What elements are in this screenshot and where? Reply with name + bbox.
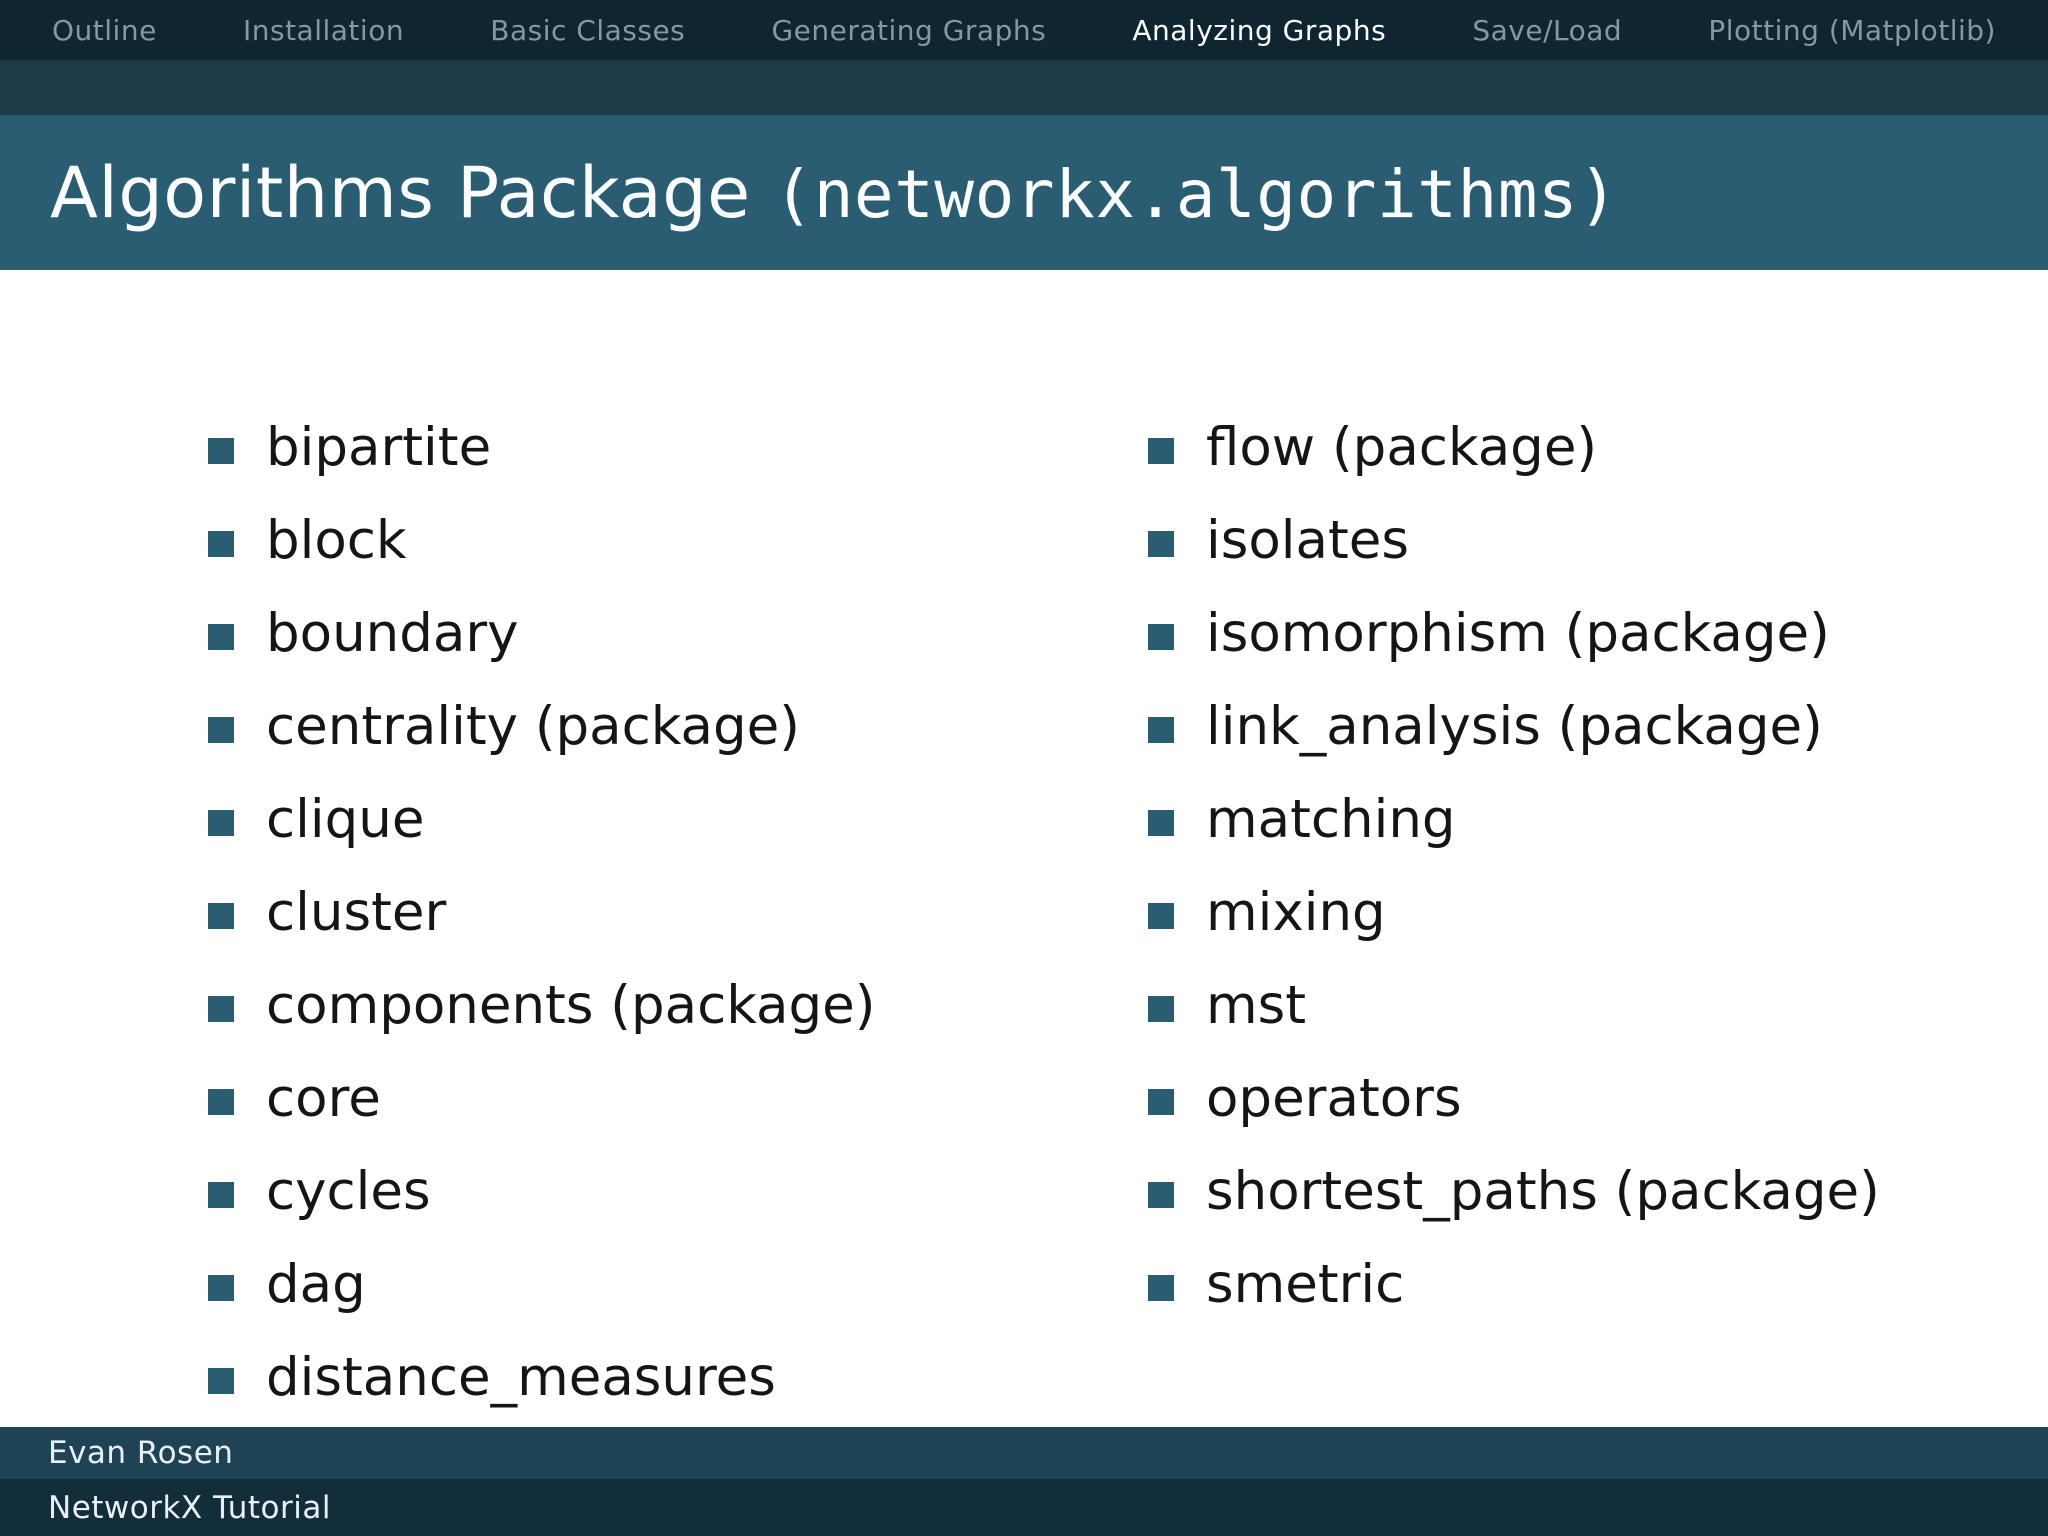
square-bullet-icon xyxy=(208,1088,234,1115)
list-item-label: isomorphism (package) xyxy=(1206,603,1830,664)
list-item-label: components (package) xyxy=(266,975,876,1036)
list-item-label: boundary xyxy=(266,603,519,664)
list-item-label: cluster xyxy=(266,882,447,943)
footer-author-bar: Evan Rosen xyxy=(0,1427,2048,1479)
nav-item-outline[interactable]: Outline xyxy=(52,13,157,47)
list-item-label: bipartite xyxy=(266,417,492,478)
algorithm-list-right: flow (package) isolates isomorphism (packa… xyxy=(1148,401,1880,1331)
page-title-prefix: Algorithms Package xyxy=(50,151,774,234)
square-bullet-icon xyxy=(1148,623,1174,650)
square-bullet-icon xyxy=(208,716,234,743)
square-bullet-icon xyxy=(208,623,234,650)
slide-body: bipartite block boundary centrality (packag… xyxy=(0,270,2048,1427)
square-bullet-icon xyxy=(1148,1088,1174,1115)
list-item-label: matching xyxy=(1206,789,1456,850)
square-bullet-icon xyxy=(1148,809,1174,836)
list-item-label: shortest_paths (package) xyxy=(1206,1161,1880,1222)
list-item-label: operators xyxy=(1206,1068,1462,1129)
square-bullet-icon xyxy=(1148,716,1174,743)
list-item: block xyxy=(208,494,875,587)
footer-author: Evan Rosen xyxy=(48,1435,234,1471)
list-item-label: clique xyxy=(266,789,425,850)
square-bullet-icon xyxy=(1148,437,1174,464)
square-bullet-icon xyxy=(208,1274,234,1301)
list-item: mixing xyxy=(1148,866,1880,959)
list-item-label: mixing xyxy=(1206,882,1386,943)
subsection-strip xyxy=(0,60,2048,115)
list-item: distance_measures xyxy=(208,1331,875,1424)
list-item: isomorphism (package) xyxy=(1148,587,1880,680)
square-bullet-icon xyxy=(1148,530,1174,557)
list-item: components (package) xyxy=(208,959,875,1052)
list-item: mst xyxy=(1148,959,1880,1052)
list-item-label: centrality (package) xyxy=(266,696,800,757)
square-bullet-icon xyxy=(1148,1181,1174,1208)
square-bullet-icon xyxy=(1148,1274,1174,1301)
nav-item-save-load[interactable]: Save/Load xyxy=(1472,13,1623,47)
square-bullet-icon xyxy=(208,902,234,929)
list-item-label: link_analysis (package) xyxy=(1206,696,1823,757)
algorithm-list-left: bipartite block boundary centrality (packag… xyxy=(208,401,875,1424)
footer-tutorial-title: NetworkX Tutorial xyxy=(48,1489,331,1526)
list-item: operators xyxy=(1148,1052,1880,1145)
nav-item-analyzing-graphs[interactable]: Analyzing Graphs xyxy=(1132,13,1387,47)
square-bullet-icon xyxy=(1148,902,1174,929)
section-navbar: Outline Installation Basic Classes Gener… xyxy=(0,0,2048,60)
list-item: matching xyxy=(1148,773,1880,866)
list-item-label: isolates xyxy=(1206,510,1409,571)
nav-item-generating-graphs[interactable]: Generating Graphs xyxy=(771,13,1047,47)
nav-item-installation[interactable]: Installation xyxy=(242,13,405,47)
page-title: Algorithms Package (networkx.algorithms) xyxy=(50,152,1618,234)
square-bullet-icon xyxy=(208,437,234,464)
list-item-label: mst xyxy=(1206,975,1307,1036)
list-item: boundary xyxy=(208,587,875,680)
list-item: bipartite xyxy=(208,401,875,494)
list-item-label: cycles xyxy=(266,1161,431,1222)
square-bullet-icon xyxy=(208,1367,234,1394)
list-item: flow (package) xyxy=(1148,401,1880,494)
page-title-code: (networkx.algorithms) xyxy=(773,155,1619,233)
square-bullet-icon xyxy=(208,809,234,836)
list-item-label: core xyxy=(266,1068,381,1129)
slide-title-bar: Algorithms Package (networkx.algorithms) xyxy=(0,115,2048,270)
list-item-label: smetric xyxy=(1206,1254,1405,1315)
square-bullet-icon xyxy=(208,995,234,1022)
square-bullet-icon xyxy=(1148,995,1174,1022)
list-item-label: flow (package) xyxy=(1206,417,1598,478)
list-item: smetric xyxy=(1148,1238,1880,1331)
list-item: centrality (package) xyxy=(208,680,875,773)
list-item: core xyxy=(208,1052,875,1145)
list-item: isolates xyxy=(1148,494,1880,587)
square-bullet-icon xyxy=(208,1181,234,1208)
list-item: cycles xyxy=(208,1145,875,1238)
list-item: link_analysis (package) xyxy=(1148,680,1880,773)
footer-title-bar: NetworkX Tutorial xyxy=(0,1479,2048,1536)
list-item: dag xyxy=(208,1238,875,1331)
nav-item-basic-classes[interactable]: Basic Classes xyxy=(490,13,686,47)
list-item-label: block xyxy=(266,510,407,571)
list-item-label: distance_measures xyxy=(266,1347,776,1408)
list-item: clique xyxy=(208,773,875,866)
list-item-label: dag xyxy=(266,1254,366,1315)
nav-item-plotting[interactable]: Plotting (Matplotlib) xyxy=(1708,13,1996,47)
list-item: cluster xyxy=(208,866,875,959)
list-item: shortest_paths (package) xyxy=(1148,1145,1880,1238)
square-bullet-icon xyxy=(208,530,234,557)
